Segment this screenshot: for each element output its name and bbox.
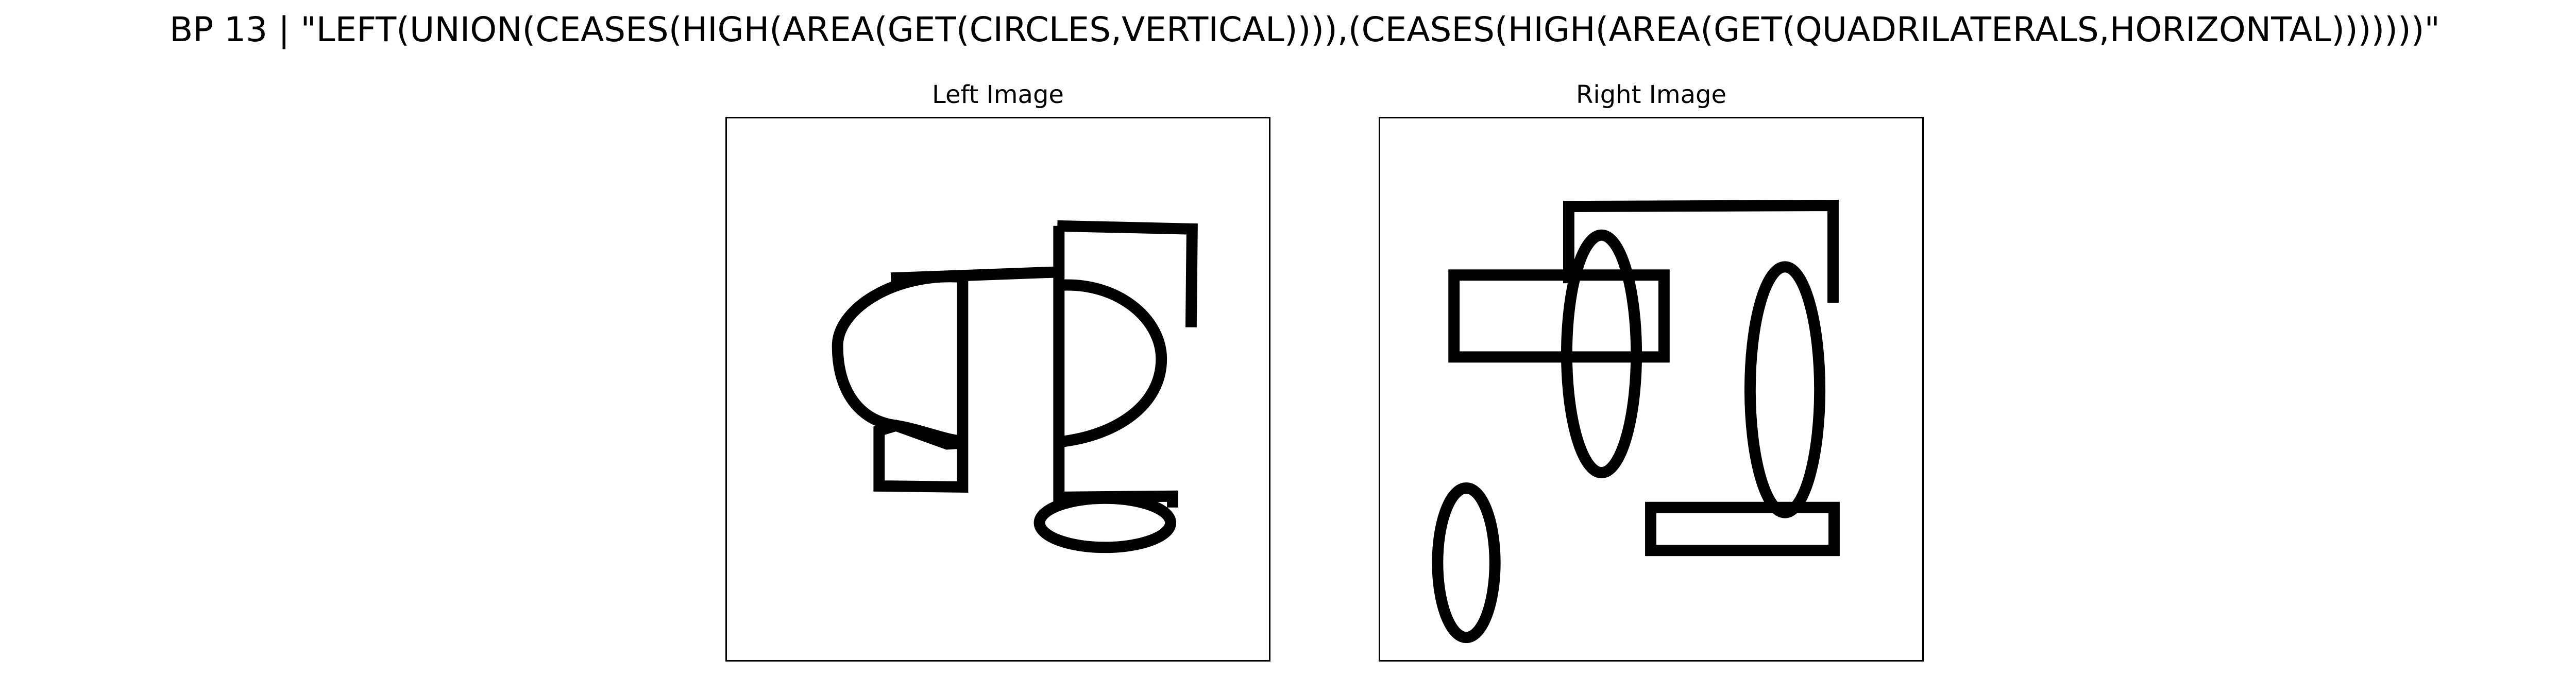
right-bottom-quadrilateral xyxy=(1645,501,1840,557)
left-right-ellipse xyxy=(1058,279,1167,448)
right-panel xyxy=(1379,117,1924,662)
figure-title: BP 13 | "LEFT(UNION(CEASES(HIGH(AREA(GET… xyxy=(170,10,2440,49)
right-small-ellipse xyxy=(1432,482,1501,644)
left-tall-quadrilateral xyxy=(1053,220,1198,508)
right-horizontal-quadrilateral xyxy=(1448,269,1670,363)
right-tall-ellipse xyxy=(1744,261,1826,518)
right-large-quadrilateral xyxy=(1563,200,1839,303)
right-center-ellipse xyxy=(1561,229,1642,479)
left-panel xyxy=(725,117,1270,662)
left-panel-title: Left Image xyxy=(932,80,1064,109)
left-panel-drawing xyxy=(832,220,1198,553)
right-panel-drawing xyxy=(1432,200,1840,644)
left-bottom-ellipse xyxy=(1033,492,1177,553)
left-small-quadrilateral xyxy=(873,272,969,493)
right-panel-title: Right Image xyxy=(1576,80,1726,109)
left-ellipse xyxy=(832,271,963,447)
